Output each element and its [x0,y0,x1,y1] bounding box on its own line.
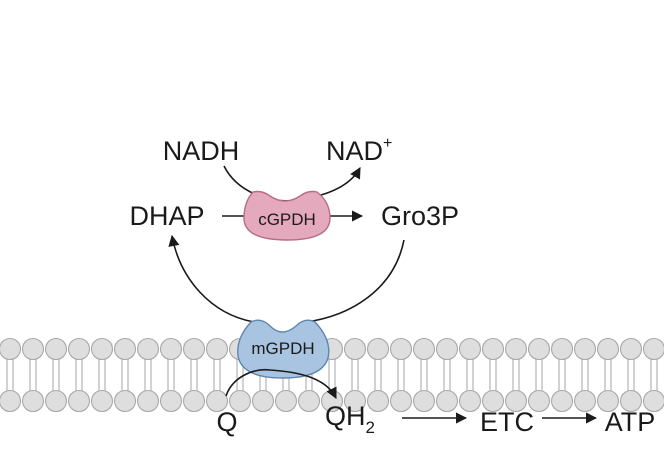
lipid-head [573,337,597,361]
lipid-head [251,389,275,413]
lipid-head [21,337,45,361]
lipid-head [504,337,528,361]
lipid-head [21,389,45,413]
lipid-head [159,389,183,413]
mgpdh-label: mGPDH [251,339,314,358]
lipid-head [0,337,22,361]
lipid-heads-top-leaflet [0,337,664,361]
lipid-tails [6,359,658,391]
nad-charge: + [383,135,392,152]
cgpdh-enzyme: cGPDH [243,190,331,241]
lipid-head [90,337,114,361]
lipid-head [481,337,505,361]
lipid-head [228,389,252,413]
lipid-head [343,389,367,413]
lipid-head [44,389,68,413]
qh2-text: QH [325,401,366,431]
lipid-head [389,337,413,361]
lipid-head [44,337,68,361]
arrow-mgpdh-to-dhap [168,234,255,323]
lipid-head [389,389,413,413]
lipid-head [182,389,206,413]
lipid-head [412,389,436,413]
lipid-head [136,337,160,361]
nadh-label: NADH [163,136,240,166]
lipid-head [343,337,367,361]
lipid-head [67,389,91,413]
nad-text: NAD [326,136,383,166]
lipid-head [458,337,482,361]
lipid-bilayer-membrane [0,337,664,413]
lipid-head [366,389,390,413]
q-label: Q [216,407,237,437]
lipid-head [481,389,505,413]
lipid-head [596,389,620,413]
lipid-head [550,389,574,413]
lipid-head [113,389,137,413]
lipid-head [619,337,643,361]
lipid-head [90,389,114,413]
lipid-head [0,389,22,413]
lipid-head [527,389,551,413]
pacman-enzyme-icon [243,190,331,241]
dhap-label: DHAP [129,201,204,231]
arrow-q-to-qh2 [225,369,337,400]
lipid-head [297,389,321,413]
lipid-heads-bottom-leaflet [0,389,664,413]
lipid-head [504,389,528,413]
lipid-head [573,389,597,413]
lipid-head [113,337,137,361]
qh2-subscript: 2 [366,418,375,437]
lipid-head [182,337,206,361]
lipid-head [205,389,229,413]
etc-label: ETC [480,407,534,437]
lipid-head [366,337,390,361]
pacman-enzyme-icon [237,319,330,379]
lipid-head [159,337,183,361]
lipid-head [642,389,664,413]
lipid-head [550,337,574,361]
lipid-head [596,337,620,361]
lipid-head [619,389,643,413]
lipid-head [412,337,436,361]
mgpdh-enzyme: mGPDH [237,319,330,379]
lipid-head [274,389,298,413]
cgpdh-label: cGPDH [258,210,316,229]
nad-label: NAD+ [326,135,392,166]
lipid-head [435,389,459,413]
arrow-gro3p-to-mgpdh [305,239,405,323]
lipid-head [136,389,160,413]
atp-label: ATP [605,407,656,437]
qh2-label: QH2 [325,401,375,437]
lipid-head [435,337,459,361]
lipid-head [205,337,229,361]
lipid-head [642,337,664,361]
lipid-head [458,389,482,413]
lipid-head [527,337,551,361]
gro3p-label: Gro3P [381,201,459,231]
lipid-head [67,337,91,361]
arrow-nadh-to-nad [223,165,361,202]
